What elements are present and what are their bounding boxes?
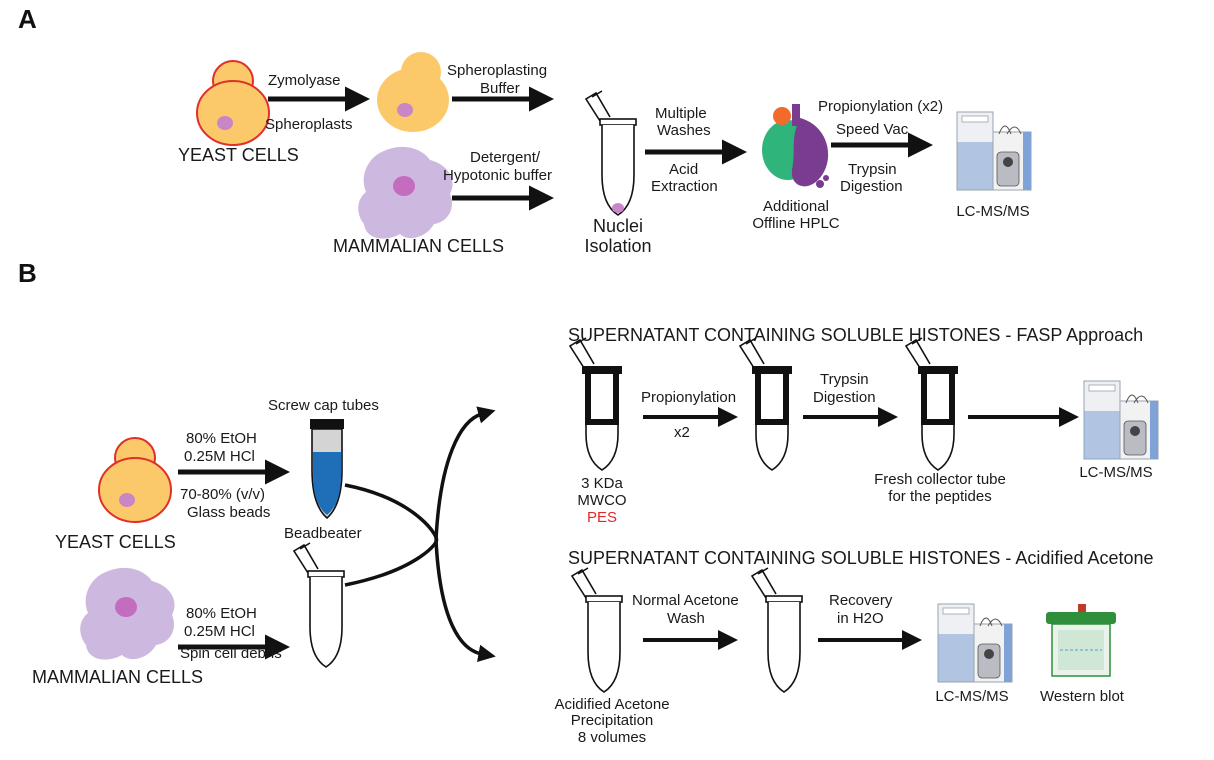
a-spheroplasts-label: Spheroplasts bbox=[265, 116, 353, 133]
b-spin-label: Spin cell debris bbox=[180, 645, 282, 662]
b-mam-reagent-1: 80% EtOH bbox=[186, 605, 257, 622]
b-curve-mammalian bbox=[344, 538, 439, 587]
b-propionylation-label: Propionylation bbox=[641, 389, 736, 406]
a-washes-1: Multiple bbox=[655, 105, 707, 122]
a-trypsin-1: Trypsin bbox=[848, 161, 897, 178]
b-acetone-tube-icon-2 bbox=[751, 567, 803, 693]
a-nuclei-1: Nuclei bbox=[593, 216, 643, 236]
b-fasp-filter-icon-3 bbox=[906, 338, 958, 470]
yeast-cell-icon bbox=[196, 60, 270, 146]
b-acetone-tube-icon-1 bbox=[571, 567, 623, 693]
b-mam-reagent-2: 0.25M HCl bbox=[184, 623, 255, 640]
b-kda-1: 3 KDa bbox=[581, 475, 623, 492]
b-recovery-2: in H2O bbox=[837, 610, 884, 627]
b-trypsin-2: Digestion bbox=[813, 389, 876, 406]
b-glass-beads-1: 70-80% (v/v) bbox=[180, 486, 265, 503]
b-trypsin-1: Trypsin bbox=[820, 371, 869, 388]
a-zymolyase-label: Zymolyase bbox=[268, 72, 341, 89]
b-beadbeater-label: Beadbeater bbox=[284, 525, 362, 542]
a-nuclei-tube-icon bbox=[585, 90, 637, 216]
a-lcms-label: LC-MS/MS bbox=[956, 203, 1029, 220]
b-wash-2: Wash bbox=[667, 610, 705, 627]
b-precip-1: Acidified Acetone bbox=[554, 696, 669, 713]
b-wash-1: Normal Acetone bbox=[632, 592, 739, 609]
b-kda-2: MWCO bbox=[577, 492, 626, 509]
b-curve-to-fasp bbox=[434, 406, 496, 541]
b-screw-cap-label: Screw cap tubes bbox=[268, 397, 379, 414]
b-mammalian-cell-icon bbox=[80, 567, 175, 660]
b-fasp-filter-icon-2 bbox=[740, 338, 792, 470]
b-kda-3: PES bbox=[587, 509, 617, 526]
panel-b-label: B bbox=[18, 258, 37, 288]
a-nuclei-pellet bbox=[612, 203, 624, 213]
b-x2-label: x2 bbox=[674, 424, 690, 441]
b-recovery-1: Recovery bbox=[829, 592, 893, 609]
b-fasp-title: SUPERNATANT CONTAINING SOLUBLE HISTONES … bbox=[568, 325, 1143, 345]
a-washes-2: Washes bbox=[657, 122, 711, 139]
a-detergent-1: Detergent/ bbox=[470, 149, 541, 166]
b-fasp-filter-icon-1 bbox=[570, 338, 622, 470]
b-yeast-reagent-1: 80% EtOH bbox=[186, 430, 257, 447]
b-acetone-lcms-icon bbox=[937, 603, 1013, 683]
b-glass-beads-2: Glass beads bbox=[187, 504, 270, 521]
b-fresh-2: for the peptides bbox=[888, 488, 991, 505]
b-precip-3: 8 volumes bbox=[578, 729, 646, 746]
b-yeast-cell-icon bbox=[98, 437, 172, 523]
b-acetone-title: SUPERNATANT CONTAINING SOLUBLE HISTONES … bbox=[568, 548, 1154, 568]
b-precip-2: Precipitation bbox=[571, 712, 654, 729]
a-acid-2: Extraction bbox=[651, 178, 718, 195]
a-mammalian-cells-label: MAMMALIAN CELLS bbox=[333, 236, 504, 256]
panel-a-label: A bbox=[18, 4, 37, 34]
a-trypsin-2: Digestion bbox=[840, 178, 903, 195]
b-acetone-lcms-label: LC-MS/MS bbox=[935, 688, 1008, 705]
a-spheroplasting-2: Buffer bbox=[480, 80, 520, 97]
a-nuclei-2: Isolation bbox=[584, 236, 651, 256]
b-curve-to-acetone bbox=[434, 539, 496, 662]
b-fresh-1: Fresh collector tube bbox=[874, 471, 1006, 488]
a-spheroplasting-1: Spheroplasting bbox=[447, 62, 547, 79]
b-mammalian-tube-icon bbox=[293, 542, 345, 668]
b-western-label: Western blot bbox=[1040, 688, 1125, 705]
a-acid-1: Acid bbox=[669, 161, 698, 178]
a-lcms-instrument-icon bbox=[956, 111, 1032, 191]
a-hplc-2: Offline HPLC bbox=[752, 215, 839, 232]
b-fasp-lcms-icon bbox=[1083, 380, 1159, 460]
mammalian-cell-icon bbox=[358, 146, 453, 239]
a-hplc-1: Additional bbox=[763, 198, 829, 215]
spheroplast-icon bbox=[377, 52, 449, 132]
western-blot-icon bbox=[1046, 604, 1116, 677]
b-yeast-reagent-2: 0.25M HCl bbox=[184, 448, 255, 465]
b-mammalian-cells-label: MAMMALIAN CELLS bbox=[32, 667, 203, 687]
b-fasp-lcms-label: LC-MS/MS bbox=[1079, 464, 1152, 481]
a-yeast-cells-label: YEAST CELLS bbox=[178, 145, 299, 165]
hplc-icon bbox=[762, 104, 829, 188]
a-detergent-2: Hypotonic buffer bbox=[443, 167, 552, 184]
a-propionylation: Propionylation (x2) bbox=[818, 98, 943, 115]
b-yeast-cells-label: YEAST CELLS bbox=[55, 532, 176, 552]
screw-cap-tube-icon bbox=[310, 419, 344, 520]
a-speed-vac: Speed Vac bbox=[836, 121, 909, 138]
